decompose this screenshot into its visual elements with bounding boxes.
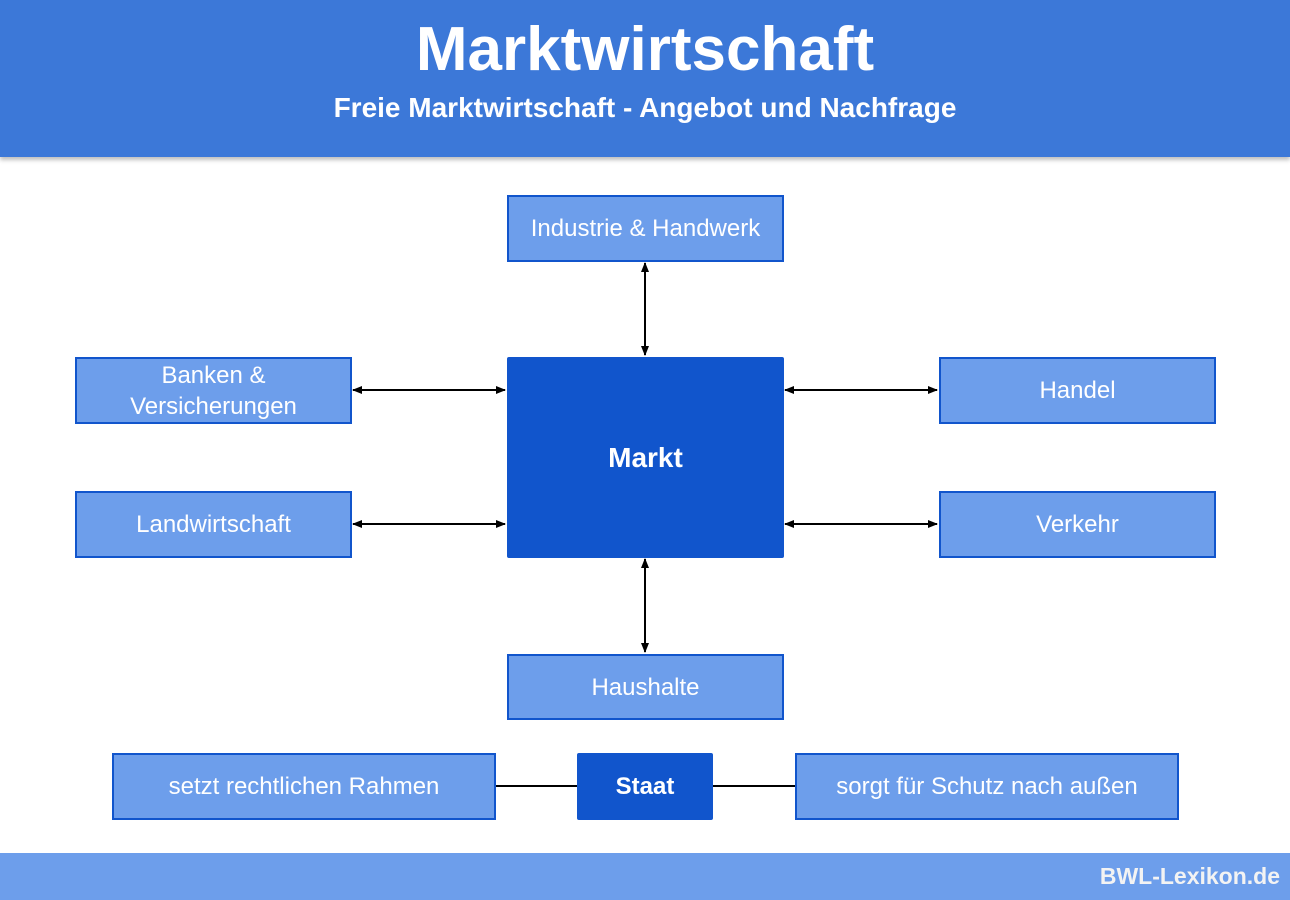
box-rechtlicher-rahmen: setzt rechtlichen Rahmen [112, 753, 496, 820]
box-schutz: sorgt für Schutz nach außen [795, 753, 1179, 820]
box-staat: Staat [577, 753, 713, 820]
box-landwirtschaft: Landwirtschaft [75, 491, 352, 558]
brand-label: BWL-Lexikon.de [1099, 863, 1280, 889]
page-title: Marktwirtschaft [415, 15, 875, 84]
box-handel: Handel [939, 357, 1216, 424]
page-subtitle: Freie Marktwirtschaft - Angebot und Nach… [333, 92, 957, 123]
box-industrie: Industrie & Handwerk [507, 195, 784, 262]
footer-bar: BWL-Lexikon.de [0, 853, 1290, 900]
box-markt: Markt [507, 357, 784, 558]
box-verkehr: Verkehr [939, 491, 1216, 558]
box-banken: Banken & Versicherungen [75, 357, 352, 424]
box-haushalte: Haushalte [507, 654, 784, 720]
header-banner: Marktwirtschaft Freie Marktwirtschaft - … [0, 0, 1290, 157]
